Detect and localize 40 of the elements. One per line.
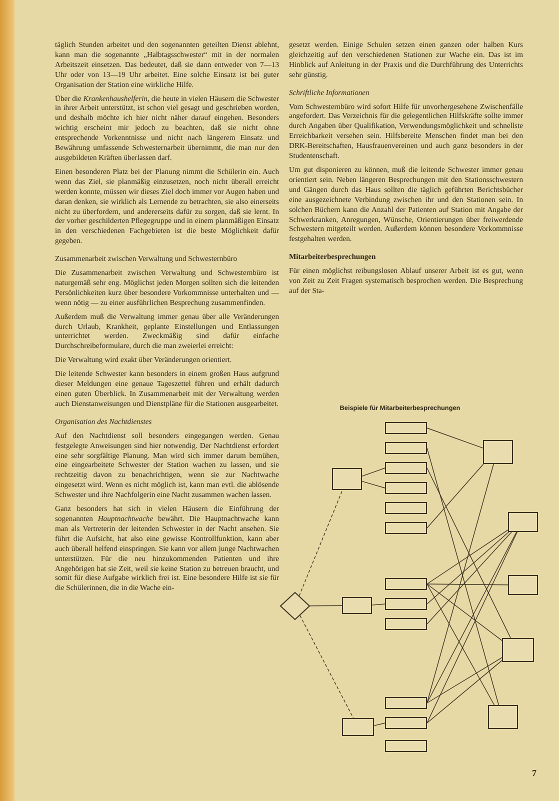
connector-line <box>426 532 510 604</box>
process-box <box>385 462 427 474</box>
process-box <box>385 422 427 434</box>
connector-line <box>310 605 342 606</box>
connector-line <box>426 657 502 704</box>
process-box <box>342 718 374 736</box>
connector-line <box>426 660 502 724</box>
process-box <box>385 598 427 610</box>
process-box <box>342 597 372 614</box>
process-box <box>332 468 362 490</box>
connector-line <box>372 604 386 606</box>
connector-line <box>300 615 354 718</box>
process-box <box>385 717 427 729</box>
process-box <box>508 512 538 532</box>
connector-line <box>374 722 386 726</box>
connector-line <box>426 428 484 448</box>
process-box <box>385 442 427 454</box>
process-box <box>385 578 427 590</box>
process-box <box>385 482 427 494</box>
connector-line <box>362 468 386 477</box>
page-number: 7 <box>532 768 536 778</box>
connector-line <box>426 584 508 586</box>
connector-line <box>426 532 512 624</box>
connector-line <box>362 480 386 488</box>
process-box <box>385 522 427 534</box>
process-box <box>385 697 427 709</box>
connector-line <box>298 490 343 596</box>
process-box <box>385 502 427 514</box>
process-box <box>385 618 427 630</box>
process-box <box>483 440 513 464</box>
connector-line <box>426 584 495 706</box>
process-box <box>385 740 427 752</box>
decision-diamond <box>280 592 310 620</box>
connector-line <box>426 530 508 584</box>
process-box <box>502 638 534 662</box>
connector-line <box>426 584 502 641</box>
process-box <box>508 575 538 595</box>
process-box <box>488 705 518 729</box>
connector-line <box>426 468 511 638</box>
connector-line <box>426 464 484 528</box>
